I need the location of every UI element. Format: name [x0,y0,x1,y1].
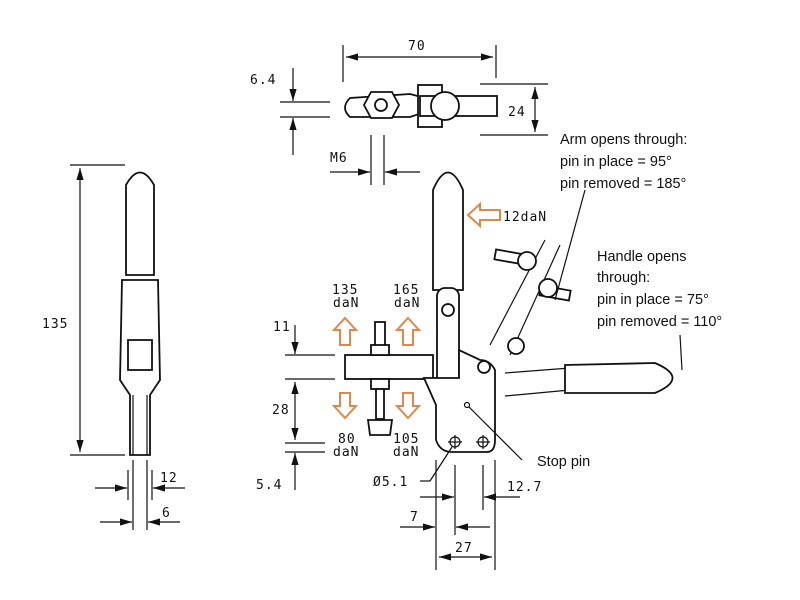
force-down-right-unit: daN [393,445,419,460]
force-up-right-value: 165 [393,283,419,298]
dim-length-70: 70 [408,39,426,54]
side-view [70,164,185,530]
dim-hole-edge: 7 [410,510,419,525]
force-down-right-value: 105 [393,432,419,447]
handle-note-line: pin in place = 75° [597,292,709,308]
arrow-up-left-icon [331,316,359,346]
handle-note-line: through: [597,270,650,286]
dim-width-6: 6 [162,506,171,521]
arm-note-line: Arm opens through: [560,132,687,148]
front-view [285,171,683,570]
force-up-right-unit: daN [394,296,420,311]
force-down-left-value: 80 [338,432,356,447]
arrow-handle-force-icon [466,201,501,229]
dim-spindle-28: 28 [272,403,290,418]
dim-hole-diameter: Ø5.1 [373,475,408,490]
dim-thread-m6: M6 [330,151,348,166]
dim-hole-spacing: 12.7 [507,480,542,495]
dim-base-5-4: 5.4 [256,478,282,493]
force-up-left-unit: daN [333,296,359,311]
force-arrows [331,201,501,420]
handle-note-line: pin removed = 110° [597,314,722,330]
arm-opening-note: Arm opens through: pin in place = 95° pi… [560,132,687,192]
dim-width-24: 24 [508,105,526,120]
dim-width-12: 12 [160,471,178,486]
arrow-down-left-icon [331,392,359,420]
dim-height-135: 135 [42,317,68,332]
force-up-left-value: 135 [332,283,358,298]
handle-opening-note: Handle opens through: pin in place = 75°… [597,249,722,330]
handle-note-line: Handle opens [597,249,687,265]
arrow-up-right-icon [394,316,422,346]
dim-arm-11: 11 [273,320,291,335]
handle-force-label: 12daN [503,210,547,225]
dim-base-width: 27 [455,541,473,556]
arm-note-line: pin removed = 185° [560,176,686,192]
dim-thickness-6-4: 6.4 [250,73,276,88]
stop-pin-label: Stop pin [537,454,590,470]
top-view [280,45,548,185]
arm-note-line: pin in place = 95° [560,154,672,170]
arrow-down-right-icon [394,392,422,420]
force-down-left-unit: daN [333,445,359,460]
